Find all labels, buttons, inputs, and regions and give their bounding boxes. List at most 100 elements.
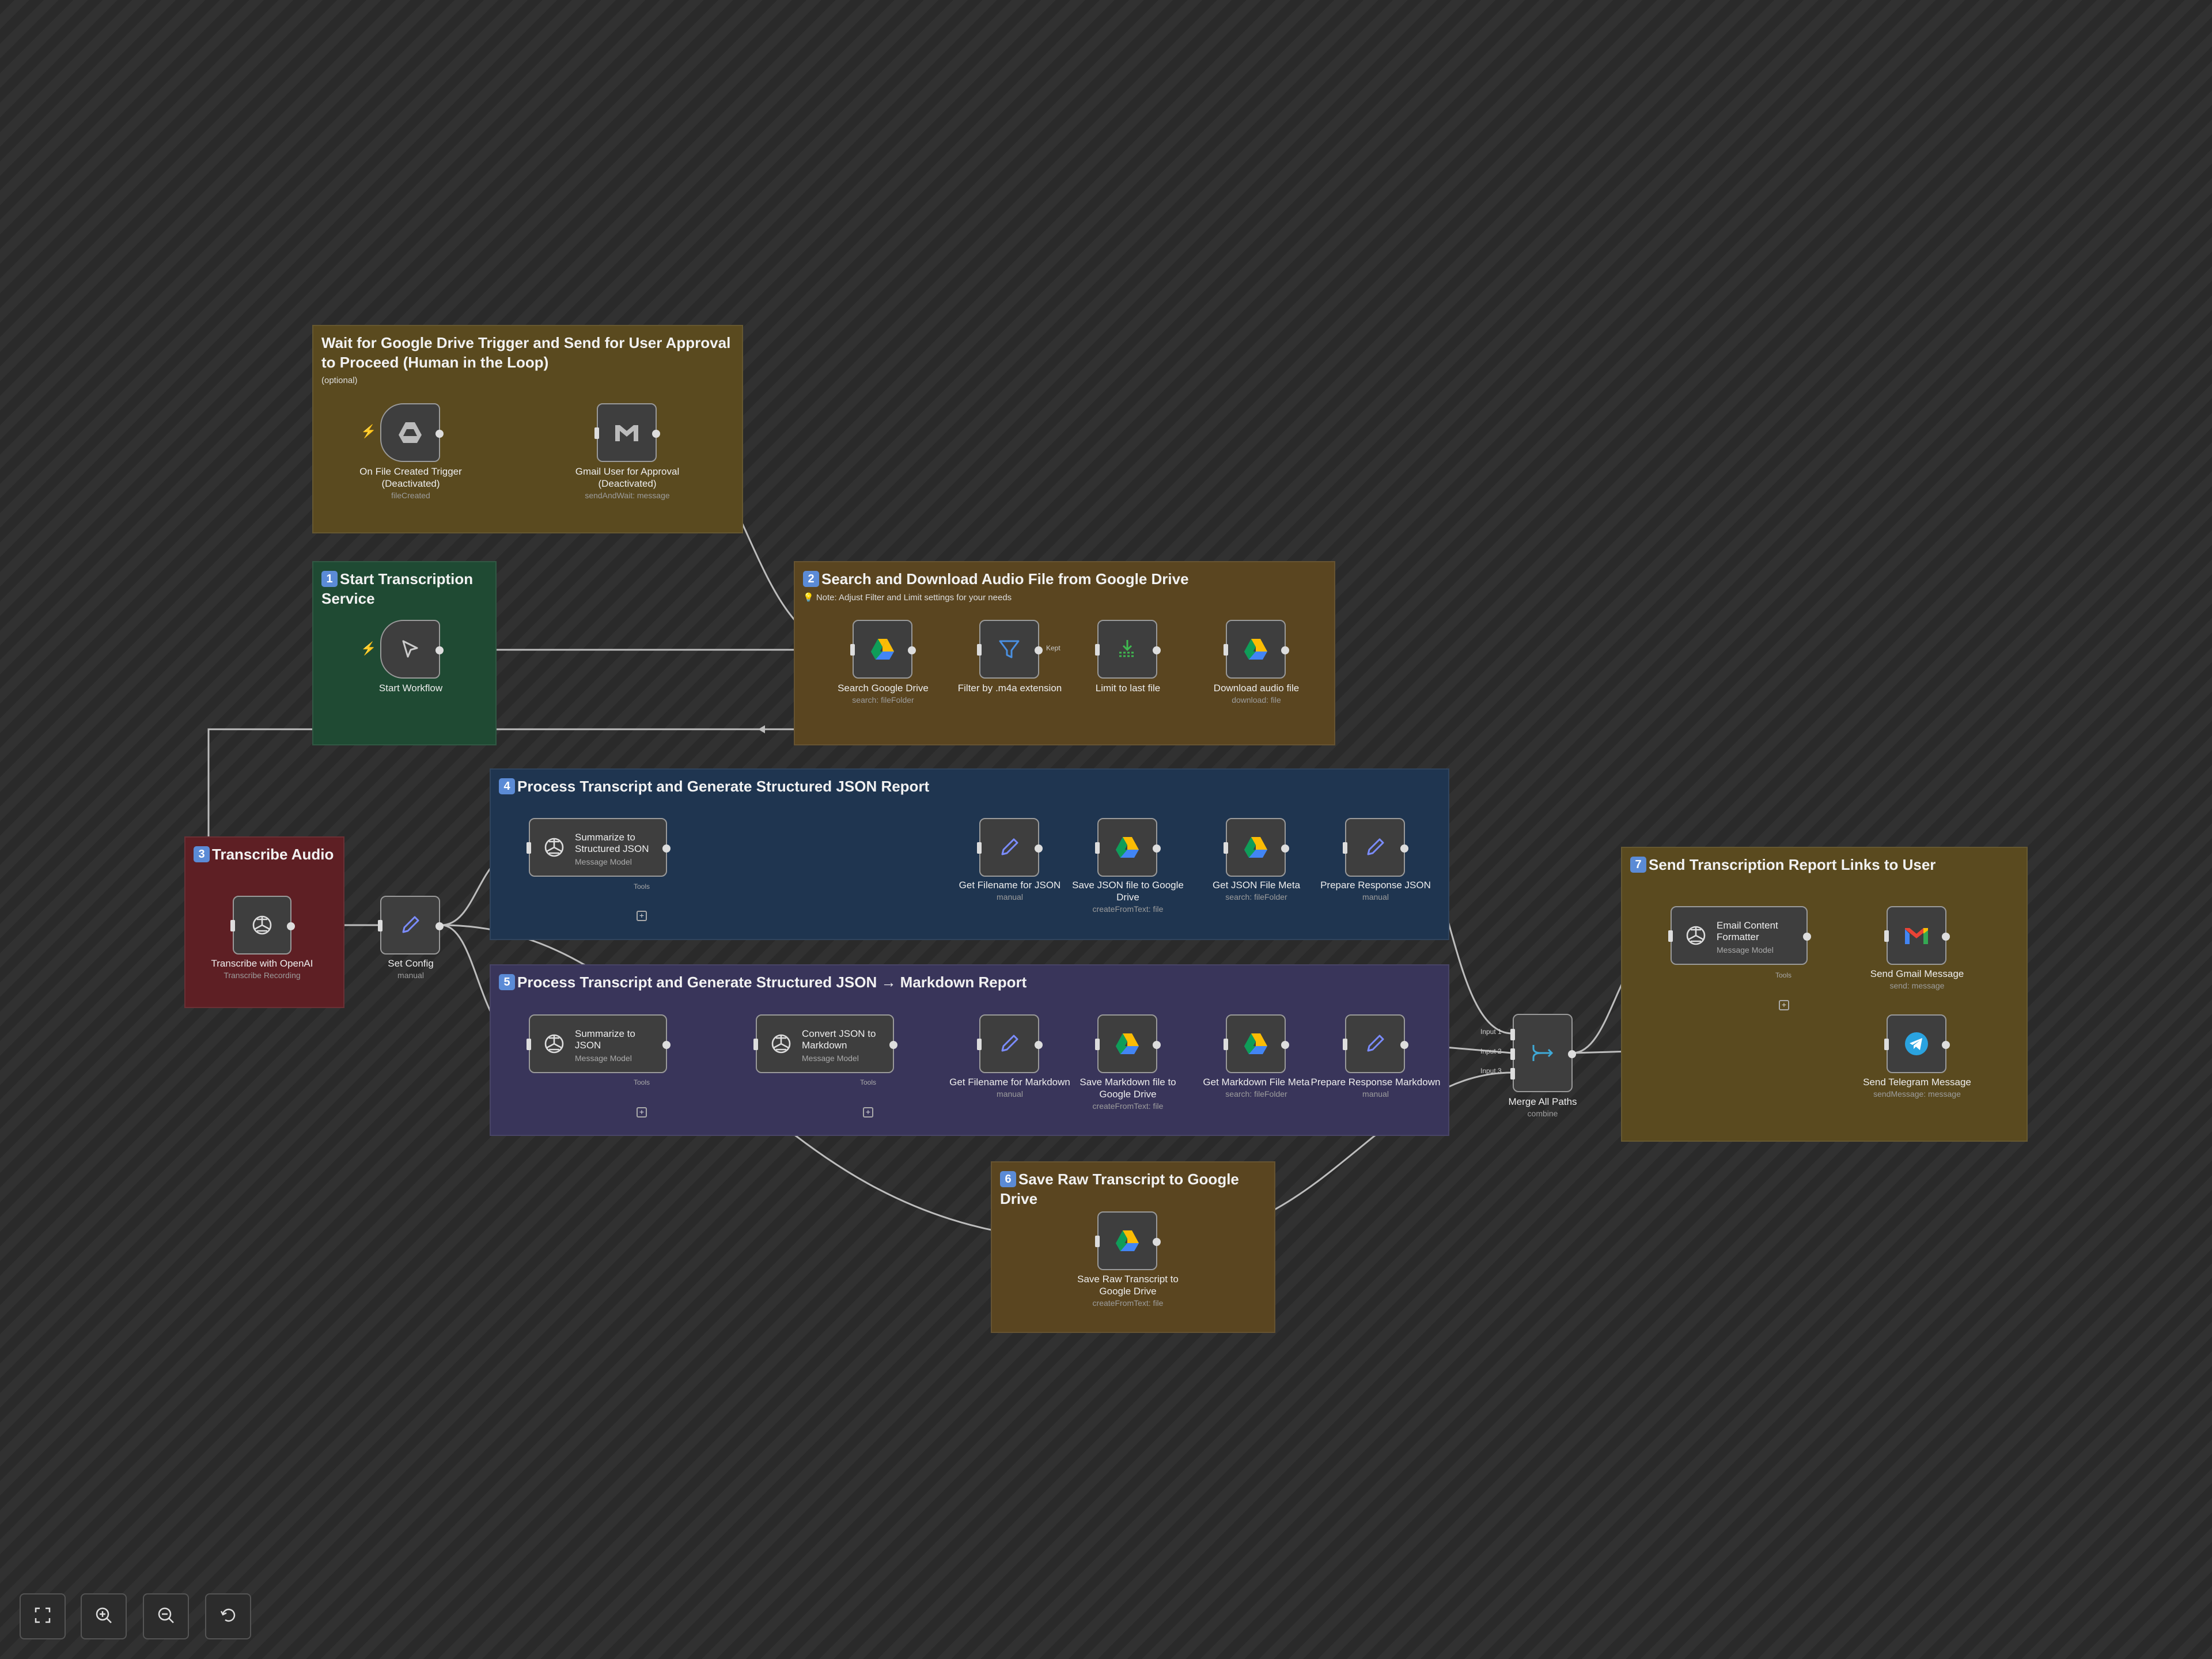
input-port[interactable] bbox=[753, 1039, 758, 1050]
node-name: Limit to last file bbox=[1095, 683, 1161, 694]
fit-view-button[interactable] bbox=[20, 1593, 66, 1639]
output-port[interactable] bbox=[1942, 1041, 1950, 1049]
input-port-2[interactable] bbox=[1510, 1048, 1515, 1060]
node-label: Get Filename for JSON manual bbox=[945, 879, 1075, 903]
node-start-workflow[interactable] bbox=[380, 620, 444, 679]
output-port[interactable] bbox=[1400, 844, 1408, 853]
node-summarize-json[interactable]: Summarize to JSON Message Model bbox=[527, 1014, 671, 1073]
input-port[interactable] bbox=[1095, 1039, 1100, 1050]
node-merge-all-paths[interactable] bbox=[1510, 1014, 1576, 1092]
node-download-audio[interactable] bbox=[1224, 620, 1289, 679]
input-port[interactable] bbox=[1668, 930, 1673, 942]
node-transcribe-openai[interactable] bbox=[230, 896, 295, 955]
output-port[interactable] bbox=[435, 430, 444, 438]
output-port[interactable] bbox=[287, 922, 295, 930]
output-port[interactable] bbox=[435, 646, 444, 654]
output-port[interactable] bbox=[889, 1041, 897, 1049]
output-port[interactable] bbox=[652, 430, 660, 438]
node-filter-m4a[interactable] bbox=[977, 620, 1043, 679]
node-set-config[interactable] bbox=[378, 896, 444, 955]
node-convert-json-markdown[interactable]: Convert JSON to Markdown Message Model bbox=[753, 1014, 897, 1073]
output-port[interactable] bbox=[1153, 646, 1161, 654]
add-tool-button[interactable]: + bbox=[863, 1107, 873, 1118]
input-port[interactable] bbox=[594, 427, 599, 439]
node-save-raw-transcript[interactable] bbox=[1095, 1211, 1161, 1270]
node-summarize-structured-json[interactable]: Summarize to Structured JSON Message Mod… bbox=[527, 818, 671, 877]
input-port[interactable] bbox=[977, 1039, 982, 1050]
sticky-approval[interactable]: Wait for Google Drive Trigger and Send f… bbox=[312, 325, 743, 533]
input-port[interactable] bbox=[1343, 1039, 1347, 1050]
input-port[interactable] bbox=[977, 644, 982, 656]
node-save-json-drive[interactable] bbox=[1095, 818, 1161, 877]
output-port[interactable] bbox=[1942, 933, 1950, 941]
node-on-file-created[interactable] bbox=[380, 403, 444, 462]
output-port[interactable] bbox=[908, 646, 916, 654]
output-port[interactable] bbox=[1035, 844, 1043, 853]
node-search-google-drive[interactable] bbox=[850, 620, 916, 679]
input-port[interactable] bbox=[1224, 842, 1228, 854]
node-label: Transcribe with OpenAI Transcribe Record… bbox=[197, 957, 327, 982]
input-port[interactable] bbox=[1095, 842, 1100, 854]
output-port[interactable] bbox=[1400, 1041, 1408, 1049]
input-port[interactable] bbox=[1095, 1236, 1100, 1247]
input-port[interactable] bbox=[1224, 644, 1228, 656]
node-limit-last[interactable] bbox=[1095, 620, 1161, 679]
node-prepare-response-json[interactable] bbox=[1343, 818, 1408, 877]
node-get-filename-markdown[interactable] bbox=[977, 1014, 1043, 1073]
node-name: Convert JSON to Markdown bbox=[802, 1028, 876, 1051]
cursor-click-icon bbox=[396, 635, 424, 663]
node-gmail-approval[interactable] bbox=[594, 403, 660, 462]
add-tool-button[interactable]: + bbox=[637, 1107, 647, 1118]
node-subtitle: fileCreated bbox=[391, 491, 430, 500]
add-tool-button[interactable]: + bbox=[1779, 1000, 1789, 1010]
input-port[interactable] bbox=[378, 920, 382, 931]
node-send-gmail[interactable] bbox=[1884, 906, 1950, 965]
output-port[interactable] bbox=[1281, 646, 1289, 654]
node-subtitle: combine bbox=[1527, 1109, 1558, 1118]
node-get-json-meta[interactable] bbox=[1224, 818, 1289, 877]
output-port[interactable] bbox=[435, 922, 444, 930]
output-port[interactable] bbox=[662, 1041, 671, 1049]
input-port-1[interactable] bbox=[1510, 1029, 1515, 1040]
input-port[interactable] bbox=[1884, 930, 1889, 942]
node-get-markdown-meta[interactable] bbox=[1224, 1014, 1289, 1073]
zoom-in-button[interactable] bbox=[81, 1593, 127, 1639]
node-save-markdown-drive[interactable] bbox=[1095, 1014, 1161, 1073]
node-send-telegram[interactable] bbox=[1884, 1014, 1950, 1073]
reset-zoom-icon bbox=[219, 1607, 237, 1627]
pencil-icon bbox=[396, 911, 424, 939]
output-port[interactable] bbox=[1281, 844, 1289, 853]
node-label: Set Config manual bbox=[346, 957, 476, 982]
input-port[interactable] bbox=[527, 1039, 531, 1050]
node-subtitle: send: message bbox=[1889, 981, 1945, 990]
output-port[interactable] bbox=[1803, 933, 1811, 941]
input-port[interactable] bbox=[977, 842, 982, 854]
output-port[interactable] bbox=[1153, 1041, 1161, 1049]
input-port[interactable] bbox=[1224, 1039, 1228, 1050]
input-port-3[interactable] bbox=[1510, 1068, 1515, 1080]
output-port[interactable] bbox=[662, 844, 671, 853]
input-port[interactable] bbox=[527, 842, 531, 854]
node-prepare-response-markdown[interactable] bbox=[1343, 1014, 1408, 1073]
openai-icon bbox=[540, 1030, 568, 1058]
node-get-filename-json[interactable] bbox=[977, 818, 1043, 877]
output-port[interactable] bbox=[1568, 1050, 1576, 1058]
output-port[interactable] bbox=[1153, 1238, 1161, 1246]
input-port[interactable] bbox=[1884, 1039, 1889, 1050]
input-port[interactable] bbox=[1343, 842, 1347, 854]
input-port[interactable] bbox=[850, 644, 855, 656]
output-port[interactable] bbox=[1153, 844, 1161, 853]
step-badge: 6 bbox=[1000, 1171, 1016, 1187]
node-email-content-formatter[interactable]: Email Content Formatter Message Model bbox=[1668, 906, 1811, 965]
output-port[interactable] bbox=[1281, 1041, 1289, 1049]
input-port[interactable] bbox=[1095, 644, 1100, 656]
step-badge: 4 bbox=[499, 778, 515, 794]
input-port[interactable] bbox=[230, 920, 235, 931]
output-port[interactable] bbox=[1035, 646, 1043, 654]
reset-zoom-button[interactable] bbox=[205, 1593, 251, 1639]
zoom-out-button[interactable] bbox=[143, 1593, 189, 1639]
add-tool-button[interactable]: + bbox=[637, 911, 647, 921]
output-port[interactable] bbox=[1035, 1041, 1043, 1049]
